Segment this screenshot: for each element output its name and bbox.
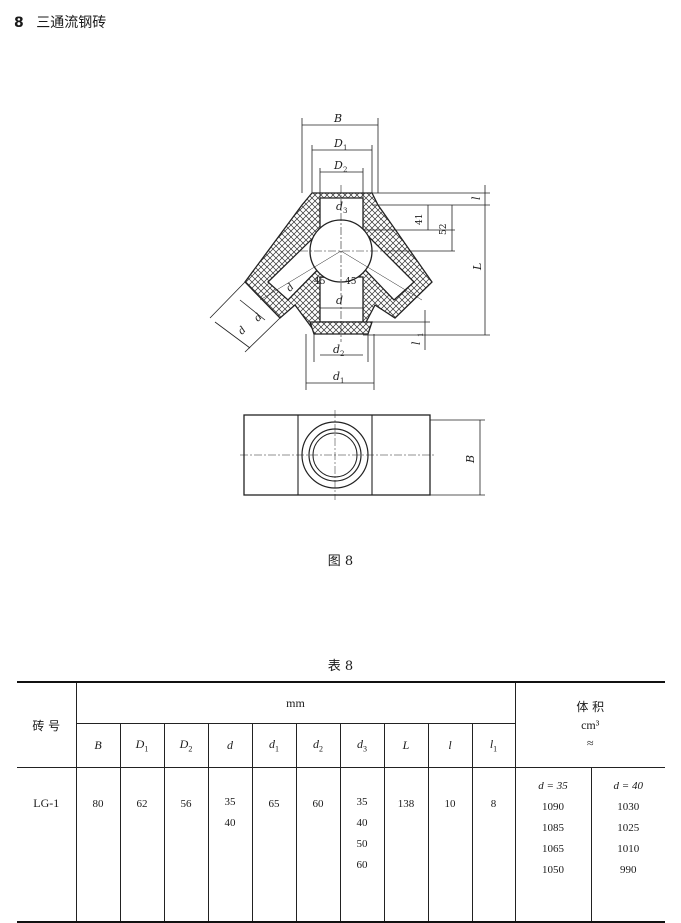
cell-d3-0: 35: [356, 796, 368, 808]
svg-text:3: 3: [343, 207, 347, 215]
header-l1: l1: [471, 723, 516, 768]
header-d3: d3: [339, 723, 385, 768]
cell-d3-3: 60: [356, 859, 368, 871]
header-L: L: [383, 723, 429, 768]
table-caption: 表 8: [327, 659, 354, 674]
header-B: B: [75, 723, 121, 768]
vol-a-2: 1065: [542, 843, 564, 855]
angle-45-right: 45: [345, 277, 357, 287]
dim-d3-label: d: [336, 200, 343, 213]
angle-45-left: 45: [314, 277, 326, 287]
dim-d-label: d: [336, 294, 343, 307]
svg-text:d: d: [252, 312, 264, 324]
cell-d3: 35 40 50 60: [339, 767, 385, 923]
svg-text:1: 1: [417, 333, 425, 337]
svg-text:1: 1: [340, 377, 344, 385]
vol-b-head: d = 40: [613, 780, 643, 792]
vol-b-1: 1025: [617, 822, 640, 834]
cell-d-1: 40: [224, 817, 236, 829]
figure-caption: 图 8: [327, 554, 354, 569]
cell-L: 138: [383, 767, 429, 923]
vol-a-0: 1090: [542, 801, 564, 813]
dimension-lines: [209, 118, 490, 390]
cell-vol-b: d = 40 1030 1025 1010 990: [590, 767, 665, 923]
volume-label: 体 积: [576, 700, 605, 714]
volume-approx: ≈: [586, 736, 594, 750]
svg-text:d: d: [236, 325, 248, 337]
svg-text:2: 2: [343, 166, 347, 174]
plan-view: B: [240, 410, 485, 500]
front-section-view: [244, 185, 433, 342]
specification-table: 砖 号 mm 体 积 cm³ ≈ B D1 D2 d d1 d2 d3 L l …: [17, 681, 665, 923]
cell-D1: 62: [119, 767, 165, 923]
svg-text:2: 2: [340, 350, 344, 358]
vol-b-0: 1030: [617, 801, 640, 813]
vol-b-2: 1010: [617, 843, 640, 855]
cell-d: 35 40: [207, 767, 253, 923]
cell-d1: 65: [251, 767, 297, 923]
header-d2: d2: [295, 723, 341, 768]
cell-d3-2: 50: [356, 838, 368, 850]
cell-d-0: 35: [224, 796, 236, 808]
dim-l-label: l: [470, 196, 483, 200]
cell-D2: 56: [163, 767, 209, 923]
section-number: 8: [14, 15, 24, 31]
page-header: 8 三通流钢砖: [14, 12, 106, 32]
dim-D1-label: D: [333, 137, 343, 150]
cell-id: LG-1: [17, 767, 77, 923]
dim-d1-label: d: [333, 370, 340, 383]
svg-text:1: 1: [343, 144, 347, 152]
volume-unit: cm³: [581, 718, 600, 732]
technical-drawing: B D 1 D 2 d 3 d d 2 d 1 L l l 1 41 52 45…: [209, 112, 490, 500]
dim-52-label: 52: [439, 224, 449, 235]
dim-l1-label: l: [410, 341, 423, 345]
unit-mm-header: mm: [75, 681, 516, 724]
cell-vol-a: d = 35 1090 1085 1065 1050: [514, 767, 592, 923]
vol-b-3: 990: [620, 864, 637, 876]
cell-l1: 8: [471, 767, 516, 923]
dim-B-label: B: [333, 112, 342, 125]
header-D1: D1: [119, 723, 165, 768]
col-brick-number: 砖 号: [17, 681, 77, 768]
dim-D2-label: D: [333, 159, 343, 172]
cell-B: 80: [75, 767, 121, 923]
dim-d2-label: d: [333, 343, 340, 356]
dim-B-plan-label: B: [464, 455, 477, 464]
dim-L-label: L: [471, 263, 484, 271]
volume-header: 体 积 cm³ ≈: [514, 681, 665, 768]
header-d: d: [207, 723, 253, 768]
header-d1: d1: [251, 723, 297, 768]
cell-d3-1: 40: [356, 817, 368, 829]
table-row: LG-1 80 62 56 35 40 65 60 35 40 50 60 13…: [17, 767, 665, 923]
header-l: l: [427, 723, 473, 768]
vol-a-1: 1085: [542, 822, 564, 834]
vol-a-head: d = 35: [538, 780, 568, 792]
header-D2: D2: [163, 723, 209, 768]
section-title: 三通流钢砖: [36, 15, 107, 31]
vol-a-3: 1050: [542, 864, 564, 876]
cell-d2: 60: [295, 767, 341, 923]
dim-41-label: 41: [415, 214, 425, 225]
cell-l: 10: [427, 767, 473, 923]
